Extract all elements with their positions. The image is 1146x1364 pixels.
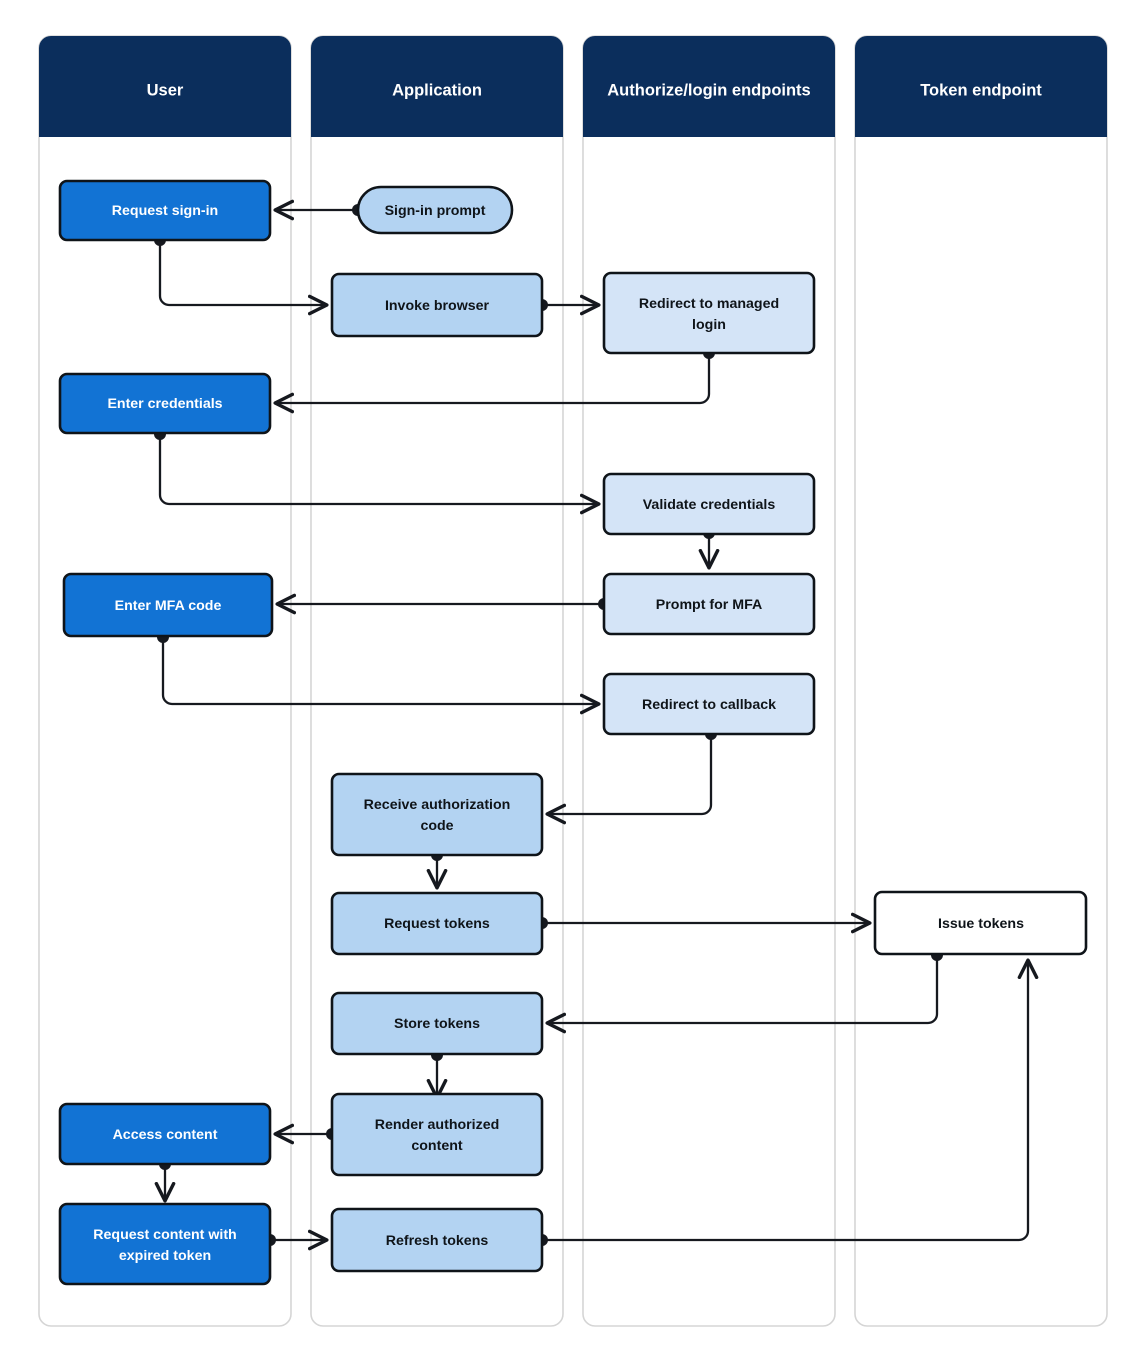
node-request-content-expired-token-label: Request content with [93, 1227, 236, 1243]
node-redirect-managed-login-label-2: login [692, 317, 726, 333]
node-request-tokens[interactable]: Request tokens [330, 891, 544, 956]
node-refresh-tokens-label: Refresh tokens [386, 1233, 489, 1249]
node-request-content-expired-token-label-2: expired token [119, 1248, 211, 1264]
lane-authorize-header [583, 36, 835, 137]
node-receive-authorization-code[interactable]: Receive authorization code [330, 772, 544, 857]
node-render-authorized-content[interactable]: Render authorized content [330, 1092, 544, 1177]
lane-token: Token endpoint [854, 35, 1108, 1327]
node-refresh-tokens[interactable]: Refresh tokens [330, 1207, 544, 1273]
edge-refresh-tokens-to-issue-tokens [542, 958, 1039, 1242]
node-redirect-to-callback-shape[interactable] [602, 672, 816, 736]
node-access-content-shape[interactable] [58, 1102, 272, 1166]
node-render-authorized-content-label-2: content [411, 1138, 463, 1154]
node-request-signin-label: Request sign-in [112, 203, 218, 219]
node-redirect-to-callback[interactable]: Redirect to callback [602, 672, 816, 736]
lane-title-authorize: Authorize/login endpoints [607, 81, 810, 99]
node-request-content-expired-token[interactable]: Request content with expired token [58, 1202, 272, 1286]
node-enter-mfa-code-label: Enter MFA code [115, 598, 222, 614]
node-enter-credentials-label: Enter credentials [107, 396, 222, 412]
lane-token-body [854, 35, 1108, 1327]
lane-title-user: User [147, 81, 184, 99]
lane-title-application: Application [392, 81, 482, 99]
lane-application-header [311, 36, 563, 137]
node-request-signin[interactable]: Request sign-in [58, 179, 272, 242]
node-store-tokens-shape[interactable] [330, 991, 544, 1056]
node-signin-prompt-label: Sign-in prompt [385, 203, 486, 219]
node-prompt-for-mfa[interactable]: Prompt for MFA [602, 572, 816, 636]
node-redirect-managed-login[interactable]: Redirect to managed login [602, 271, 816, 355]
node-request-tokens-label: Request tokens [384, 916, 490, 932]
node-request-content-expired-token-shape[interactable] [58, 1202, 272, 1286]
node-invoke-browser-shape[interactable] [330, 272, 544, 338]
lane-user: User [38, 35, 292, 1327]
node-enter-credentials[interactable]: Enter credentials [58, 372, 272, 435]
node-issue-tokens-shape[interactable] [873, 890, 1088, 956]
node-request-signin-shape[interactable] [58, 179, 272, 242]
node-validate-credentials[interactable]: Validate credentials [602, 472, 816, 536]
node-render-authorized-content-label: Render authorized [375, 1117, 500, 1133]
node-access-content-label: Access content [113, 1127, 218, 1143]
edge-enter-credentials-to-validate-credentials [158, 434, 601, 515]
node-enter-mfa-code[interactable]: Enter MFA code [62, 572, 274, 638]
node-enter-mfa-code-shape[interactable] [62, 572, 274, 638]
node-redirect-managed-login-label: Redirect to managed [639, 296, 779, 312]
node-prompt-for-mfa-shape[interactable] [602, 572, 816, 636]
node-render-authorized-content-shape[interactable] [330, 1092, 544, 1177]
lane-title-token: Token endpoint [920, 81, 1042, 99]
edge-redirect-managed-to-enter-credentials [273, 353, 711, 414]
node-enter-credentials-shape[interactable] [58, 372, 272, 435]
lane-token-header [855, 36, 1107, 137]
node-request-tokens-shape[interactable] [330, 891, 544, 956]
node-prompt-for-mfa-label: Prompt for MFA [656, 597, 762, 613]
node-validate-credentials-label: Validate credentials [643, 497, 776, 513]
lane-user-header [39, 36, 291, 137]
node-redirect-managed-login-shape[interactable] [602, 271, 816, 355]
edge-redirect-callback-to-receive-auth-code [545, 734, 713, 825]
node-access-content[interactable]: Access content [58, 1102, 272, 1166]
node-store-tokens[interactable]: Store tokens [330, 991, 544, 1056]
node-signin-prompt[interactable]: Sign-in prompt [356, 185, 514, 235]
edge-enter-mfa-to-redirect-callback [161, 637, 601, 715]
edge-request-signin-to-invoke-browser [158, 240, 329, 316]
node-redirect-to-callback-label: Redirect to callback [642, 697, 776, 713]
node-issue-tokens[interactable]: Issue tokens [873, 890, 1088, 956]
node-refresh-tokens-shape[interactable] [330, 1207, 544, 1273]
node-store-tokens-label: Store tokens [394, 1016, 480, 1032]
node-invoke-browser-label: Invoke browser [385, 298, 490, 314]
node-invoke-browser[interactable]: Invoke browser [330, 272, 544, 338]
node-issue-tokens-label: Issue tokens [938, 916, 1024, 932]
node-signin-prompt-shape[interactable] [356, 185, 514, 235]
node-receive-authorization-code-shape[interactable] [330, 772, 544, 857]
edge-issue-tokens-to-store-tokens [545, 955, 939, 1034]
node-receive-authorization-code-label: Receive authorization [364, 797, 511, 813]
node-receive-authorization-code-label-2: code [420, 818, 453, 834]
node-validate-credentials-shape[interactable] [602, 472, 816, 536]
